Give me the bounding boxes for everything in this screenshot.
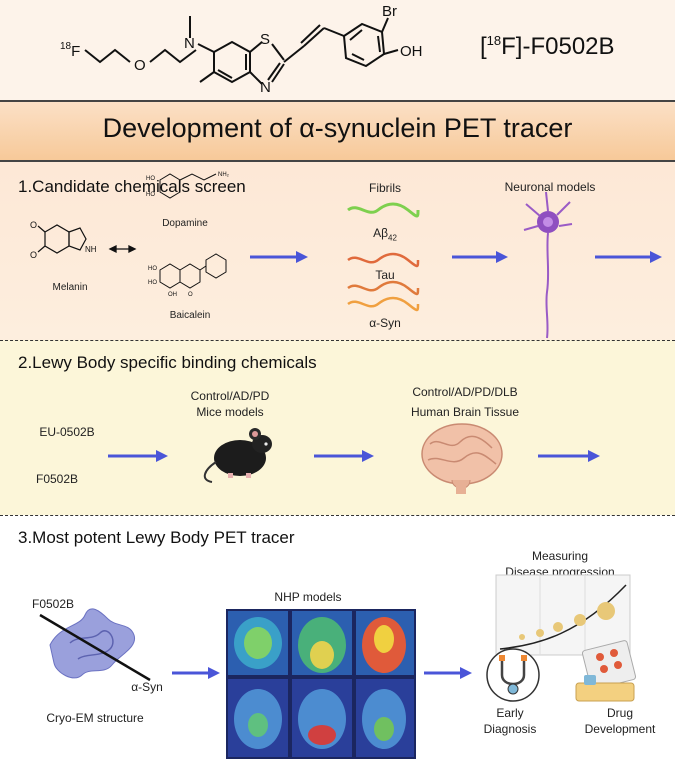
flow-arrow-1 (250, 251, 308, 263)
tracer-name: [18F]-F0502B (480, 33, 615, 60)
section1-graphics: O O NH HO HO NH₂ HO HO OH O (30, 172, 662, 339)
melanin-label: Melanin (52, 282, 88, 293)
section2-graphics (108, 423, 600, 494)
abeta-label: Aβ42 (373, 226, 397, 243)
section3-heading: 3.Most potent Lewy Body PET tracer (18, 528, 295, 547)
section2-heading: 2.Lewy Body specific binding chemicals (18, 353, 317, 372)
human-tissue-line1: Control/AD/PD/DLB (412, 385, 518, 399)
compound-eu0502b: EU-0502B (39, 425, 95, 439)
svg-text:O: O (134, 57, 146, 74)
pills-icon (575, 640, 637, 702)
section1-heading: 1.Candidate chemicals screen (18, 177, 246, 196)
svg-text:N: N (260, 79, 271, 96)
divider-1b (0, 340, 675, 341)
svg-text:NH₂: NH₂ (218, 172, 230, 178)
flow-arrow-8 (424, 667, 472, 679)
svg-text:O: O (30, 220, 37, 230)
fibrils-label: Fibrils (369, 181, 401, 195)
molecule-structure: 18F O N S N Br OH (60, 3, 423, 96)
asyn-label: α-Syn (369, 316, 401, 330)
flow-arrow-3 (595, 251, 662, 263)
cryo-em-structure (39, 608, 151, 682)
section-lewy-binding (0, 340, 675, 515)
fibril-green (347, 202, 420, 218)
svg-text:S: S (260, 31, 270, 48)
dopamine-label: Dopamine (162, 218, 208, 229)
fibril-abeta (347, 252, 420, 268)
flow-arrow-7 (172, 667, 220, 679)
svg-text:N: N (184, 35, 195, 52)
mouse-drawing (203, 428, 272, 483)
drug-line2: Development (584, 722, 656, 736)
svg-text:OH: OH (400, 43, 423, 60)
svg-text:18F: 18F (60, 41, 80, 60)
stethoscope-icon (486, 648, 540, 702)
svg-text:O: O (30, 250, 37, 260)
early-line1: Early (496, 706, 524, 720)
divider-2 (0, 515, 675, 516)
neuronal-models-label: Neuronal models (504, 180, 596, 194)
flow-arrow-2 (452, 251, 508, 263)
fibril-tau (347, 280, 420, 296)
early-line2: Diagnosis (483, 722, 537, 736)
progression-chart (495, 574, 631, 656)
fibril-asyn (347, 296, 420, 312)
cryo-em-label: Cryo-EM structure (46, 711, 144, 725)
mice-models-line2: Mice models (196, 405, 264, 419)
baicalein-structure (159, 253, 227, 289)
svg-text:HO: HO (148, 266, 157, 272)
svg-text:OH: OH (168, 292, 177, 298)
drug-line1: Drug (606, 706, 633, 720)
svg-text:Br: Br (382, 3, 397, 20)
measuring-line1: Measuring (531, 549, 589, 563)
human-tissue-line2: Human Brain Tissue (410, 405, 520, 419)
brain-drawing (421, 423, 503, 494)
nhp-models-label: NHP models (274, 590, 342, 604)
nhp-pet-images (226, 609, 416, 759)
svg-text:HO: HO (148, 280, 157, 286)
section-candidate-screen (0, 162, 675, 340)
melanin-structure (37, 224, 87, 254)
ligand-label: F0502B (31, 597, 75, 611)
asyn-structure-label: α-Syn (131, 680, 163, 694)
flow-arrow-4 (108, 450, 168, 462)
flow-arrow-5 (314, 450, 374, 462)
svg-text:NH: NH (85, 245, 97, 254)
neuron-drawing (523, 191, 573, 339)
dopamine-structure (159, 173, 217, 199)
svg-text:HO: HO (146, 176, 155, 182)
page-title: Development of α-synuclein PET tracer (102, 113, 573, 143)
tau-label: Tau (375, 268, 395, 282)
mice-models-line1: Control/AD/PD (190, 389, 270, 403)
baicalein-label: Baicalein (169, 310, 211, 321)
section3-graphics (39, 574, 637, 759)
svg-text:HO: HO (146, 192, 155, 198)
flow-arrow-6 (538, 450, 600, 462)
header-band (0, 0, 675, 100)
compound-f0502b: F0502B (35, 472, 79, 486)
svg-text:O: O (188, 292, 193, 298)
equilibrium-arrow (108, 244, 137, 254)
title-band (0, 100, 675, 162)
